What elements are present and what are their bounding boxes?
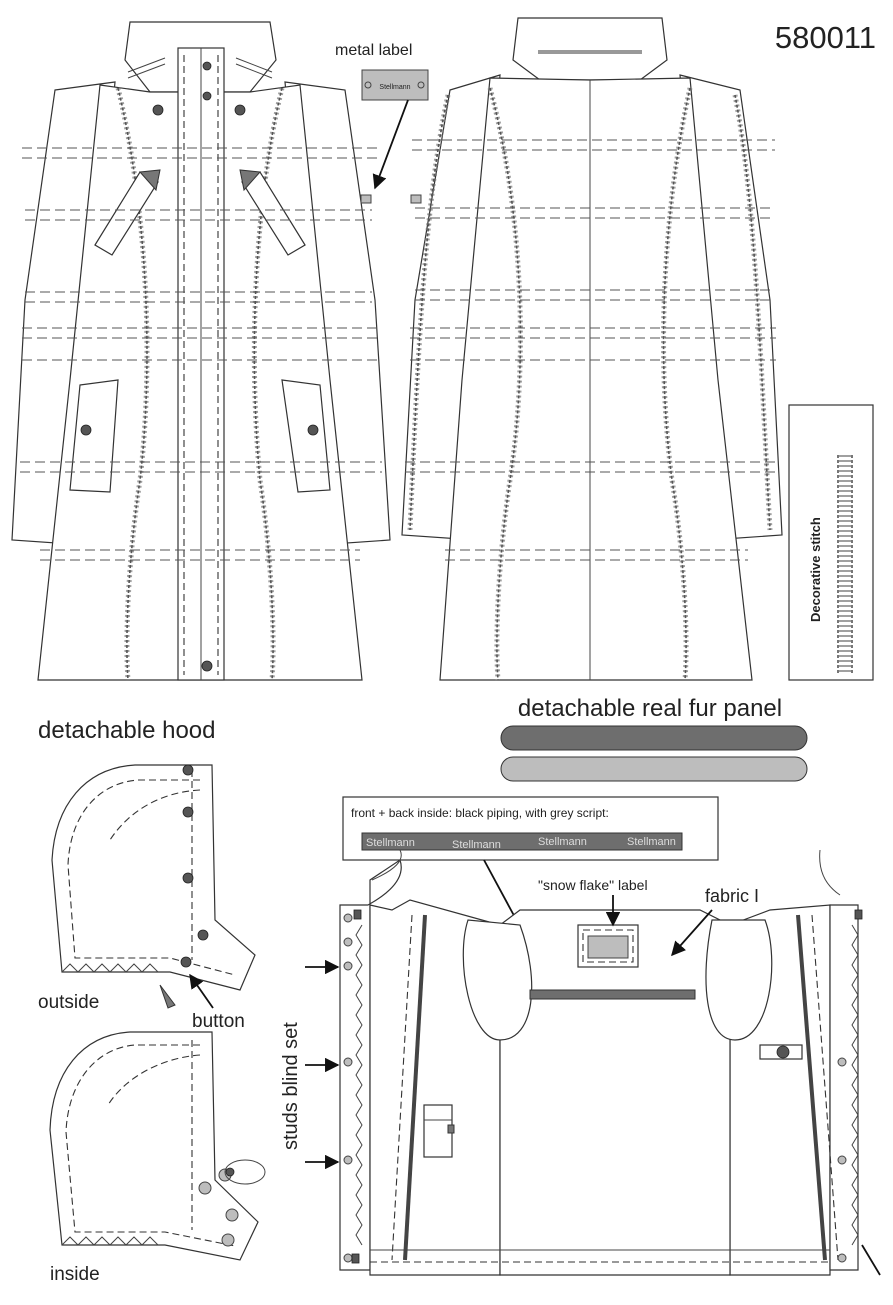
piping-note: front + back inside: black piping, with … bbox=[342, 796, 719, 988]
metal-label-title: metal label bbox=[335, 42, 412, 59]
script-word-1: Stellmann bbox=[366, 837, 415, 849]
snow-flake-label: "snow flake" label bbox=[538, 877, 648, 893]
lining-view: studs blind set "snow flake" label fabri… bbox=[280, 849, 881, 1276]
script-word-3: Stellmann bbox=[538, 836, 587, 848]
studs-label: studs blind set bbox=[280, 1022, 302, 1150]
coat-front-view bbox=[11, 21, 391, 681]
script-word-4: Stellmann bbox=[627, 836, 676, 848]
fur-panel-dark bbox=[500, 725, 808, 751]
coat-back-view bbox=[401, 17, 783, 681]
metal-label-callout: metal label Stellmann bbox=[335, 42, 429, 190]
script-word-2: Stellmann bbox=[452, 839, 501, 851]
script-strip bbox=[361, 832, 683, 851]
metal-label-badge bbox=[361, 69, 429, 101]
hood-section: detachable hood outside button bbox=[38, 717, 266, 1285]
hood-button-label: button bbox=[192, 1011, 245, 1032]
hood-inside: inside bbox=[49, 1031, 266, 1285]
decorative-stitch-box: Decorative stitch bbox=[788, 404, 874, 681]
hood-title: detachable hood bbox=[38, 717, 216, 744]
metal-label-text: Stellmann bbox=[379, 84, 410, 91]
fur-panel: detachable real fur panel bbox=[500, 695, 808, 782]
piping-note-text: front + back inside: black piping, with … bbox=[351, 806, 609, 820]
hood-inside-label: inside bbox=[50, 1264, 100, 1285]
decorative-stitch-label: Decorative stitch bbox=[808, 517, 823, 622]
back-piping-strip bbox=[529, 989, 696, 1000]
hood-outside: outside button bbox=[38, 764, 256, 1032]
fabric-label: fabric I bbox=[705, 886, 759, 906]
style-number: 580011 bbox=[775, 20, 876, 55]
hood-outside-label: outside bbox=[38, 992, 99, 1013]
fur-panel-label: detachable real fur panel bbox=[518, 695, 782, 722]
fur-panel-light bbox=[500, 756, 808, 782]
